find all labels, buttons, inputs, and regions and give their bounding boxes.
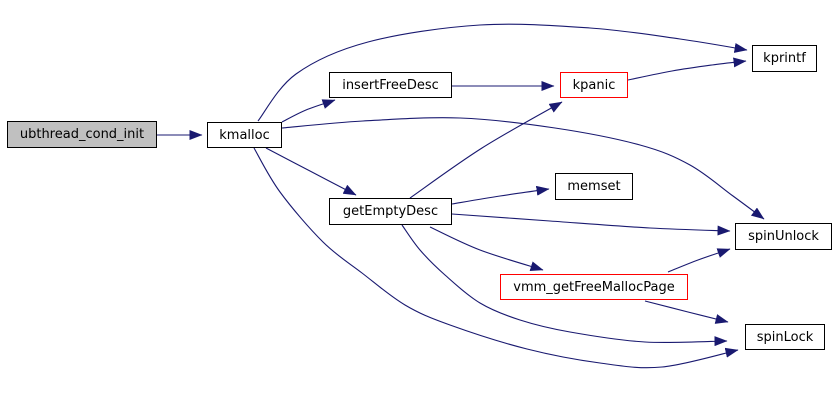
edge-vmm_getFreeMallocPage-to-spinLock [644,300,729,324]
edge-kmalloc-to-spinLock [253,147,739,369]
edge-vmm_getFreeMallocPage-to-spinUnlock [667,248,731,273]
edge-kmalloc-to-getEmptyDesc [265,147,357,196]
edge-getEmptyDesc-to-vmm_getFreeMallocPage [429,226,544,271]
node-spinUnlock[interactable]: spinUnlock [735,223,832,250]
node-kprintf[interactable]: kprintf [752,45,817,72]
node-kmalloc[interactable]: kmalloc [207,122,282,148]
node-vmm_getFreeMallocPage[interactable]: vmm_getFreeMallocPage [500,274,688,300]
edge-getEmptyDesc-to-spinUnlock [451,213,731,236]
node-spinLock[interactable]: spinLock [745,324,825,350]
node-kpanic[interactable]: kpanic [560,72,628,98]
edge-getEmptyDesc-to-memset [451,185,550,205]
node-memset[interactable]: memset [555,173,633,200]
node-getEmptyDesc[interactable]: getEmptyDesc [329,198,452,225]
edge-kmalloc-to-kprintf [257,23,748,122]
edge-getEmptyDesc-to-kpanic [409,101,563,199]
edge-kpanic-to-kprintf [627,57,747,81]
edge-kmalloc-to-spinUnlock [281,117,765,220]
node-ubthread_cond_init[interactable]: ubthread_cond_init [7,121,157,148]
edge-getEmptyDesc-to-spinLock [401,224,728,347]
edge-kmalloc-to-insertFreeDesc [281,99,336,123]
node-insertFreeDesc[interactable]: insertFreeDesc [329,72,452,98]
